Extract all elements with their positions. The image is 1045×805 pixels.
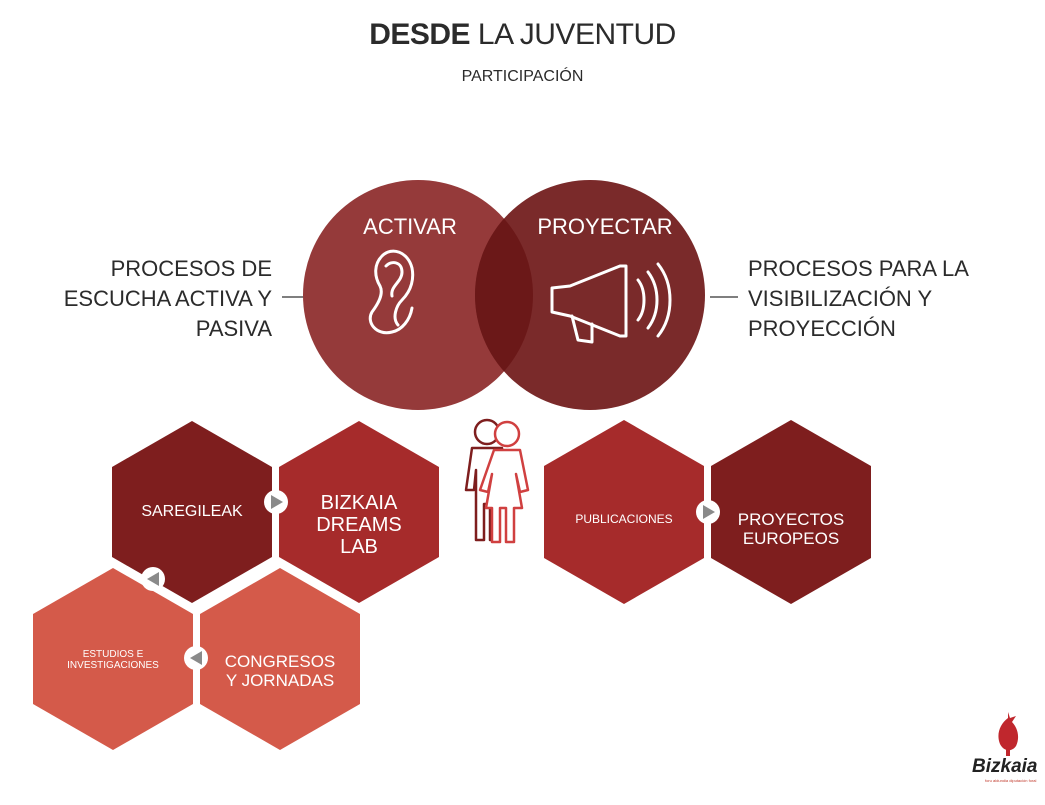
label-line: DREAMS: [316, 514, 402, 536]
page-title: DESDE LA JUVENTUD: [0, 18, 1045, 52]
proyectos-europeos-label: PROYECTOS EUROPEOS: [721, 500, 861, 560]
label-line: LAB: [340, 536, 378, 558]
people-icon: [464, 418, 530, 544]
bizkaia-logo-icon: [998, 712, 1019, 756]
megaphone-icon: [550, 262, 672, 344]
proyectar-label: PROYECTAR: [537, 214, 673, 239]
congresos-label: CONGRESOS Y JORNADAS: [210, 642, 350, 702]
arrow-right-badge-2: [696, 500, 720, 524]
title-rest: LA JUVENTUD: [470, 18, 676, 51]
activar-label: ACTIVAR: [363, 214, 457, 239]
bizkaia-logo-subtitle: foru aldundia diputación foral: [985, 778, 1037, 783]
label-line: BIZKAIA: [320, 492, 398, 514]
label-line: INVESTIGACIONES: [67, 660, 159, 671]
hex-estudios: [33, 568, 193, 750]
label-line: CONGRESOS: [224, 652, 336, 672]
proyectar-circle: [475, 180, 705, 410]
arrow-left-badge-2: [184, 646, 208, 670]
right-description: PROCESOS PARA LA VISIBILIZACIÓN Y PROYEC…: [748, 254, 1008, 344]
bizkaia-dreams-lab-label: BIZKAIA DREAMS LAB: [289, 480, 429, 570]
ear-icon: [368, 249, 415, 335]
label-line: ESTUDIOS E: [82, 649, 144, 660]
estudios-label: ESTUDIOS E INVESTIGACIONES: [43, 630, 183, 690]
hex-saregileak: [112, 421, 272, 603]
publicaciones-label: PUBLICACIONES: [575, 512, 673, 527]
activar-circle: [303, 180, 533, 410]
left-description: PROCESOS DE ESCUCHA ACTIVA Y PASIVA: [20, 254, 272, 344]
left-text-line: PASIVA: [195, 316, 272, 341]
arrow-left-badge-1: [141, 567, 165, 591]
right-text-line: PROYECCIÓN: [748, 316, 896, 341]
label-line: PROYECTOS: [737, 510, 845, 530]
right-text-line: VISIBILIZACIÓN Y: [748, 286, 933, 311]
label-line: Y JORNADAS: [225, 671, 335, 690]
label-line: EUROPEOS: [742, 529, 840, 548]
left-text-line: PROCESOS DE: [110, 256, 272, 281]
hex-congresos: [200, 568, 360, 750]
hex-publicaciones: [544, 420, 704, 604]
right-text-line: PROCESOS PARA LA: [748, 256, 969, 281]
saregileak-label: SAREGILEAK: [141, 503, 243, 521]
hex-bizkaia-dreams-lab: [279, 421, 439, 603]
hex-proyectos-europeos: [711, 420, 871, 604]
page-subtitle: PARTICIPACIÓN: [461, 68, 584, 85]
title-bold: DESDE: [369, 18, 471, 51]
arrow-right-badge-1: [264, 490, 288, 514]
left-text-line: ESCUCHA ACTIVA Y: [63, 286, 272, 311]
bizkaia-logo-text: Bizkaia: [972, 756, 1038, 777]
